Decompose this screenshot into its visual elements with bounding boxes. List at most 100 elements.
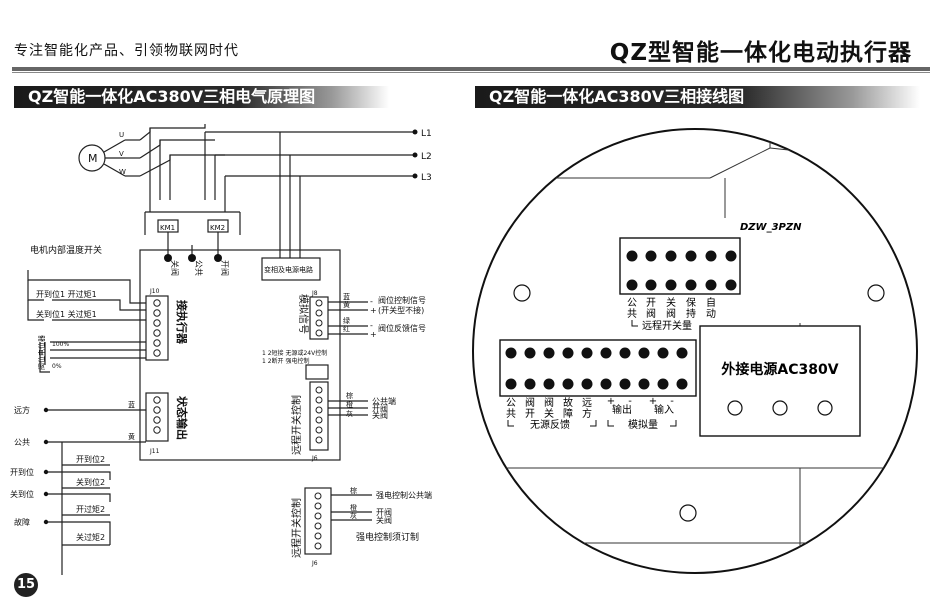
remote-label-common: 公共 — [627, 298, 637, 320]
jumper-block — [305, 364, 329, 380]
analog-output-label: 输出 — [612, 403, 632, 416]
j6-id: J6 — [311, 455, 318, 462]
fb-label-common: 公共 — [506, 398, 516, 420]
jumper-note-1: 1 2短接 无源或24V控制 — [262, 349, 327, 357]
j11-title: 状态输出 — [175, 396, 189, 440]
analog-input-label: 输入 — [654, 403, 674, 416]
contact-overtorque-close: 关过矩2 — [76, 532, 105, 542]
open-limit-label: 开到位1 开过矩1 — [36, 289, 97, 299]
j8-pin-yellow: 黄 — [343, 300, 350, 309]
fb-sign-3: + — [649, 396, 657, 407]
j10-connector — [145, 295, 169, 361]
power-terminal-1 — [727, 400, 743, 416]
remote-label-hold: 保持 — [686, 296, 696, 320]
output-remote: 远方 — [14, 405, 30, 415]
j11-id: J11 — [149, 448, 160, 455]
j8-sign-4: + — [370, 330, 377, 339]
j8-pin-blue: 蓝 — [343, 292, 350, 301]
line-l2-label: L2 — [421, 152, 432, 162]
contact-open-label: 开到位2 — [76, 454, 105, 464]
j8-sign-1: - — [370, 297, 373, 306]
motor-temp-switch-label: 电机内部温度开关 — [30, 244, 102, 256]
fb-label-close: 阀关 — [544, 396, 554, 420]
remote-label-close: 关阀 — [666, 296, 676, 320]
j8-connector — [309, 296, 329, 340]
board-model: DZW_3PZN — [740, 222, 802, 233]
j11-connector — [145, 392, 169, 442]
output-common: 公共 — [14, 438, 30, 447]
j6b-title: 远程开关控制 — [290, 498, 303, 558]
controller-board — [139, 249, 341, 461]
switch-type-note: (开关型不接) — [378, 305, 424, 315]
remote-switch-group: 远程开关量 — [642, 319, 692, 332]
j8-pin-red: 红 — [343, 324, 350, 333]
fb-label-fault: 故障 — [563, 396, 573, 420]
top-term-open: 开阀 — [220, 260, 229, 276]
j10-title: 接执行器 — [175, 300, 189, 345]
j8-pin-green: 绿 — [343, 316, 350, 325]
fb-label-remote: 远方 — [582, 397, 592, 420]
j6b-pin-gray: 灰 — [350, 511, 357, 520]
power-supply-label: 外接电源AC380V — [721, 361, 838, 378]
line-l1-label: L1 — [421, 129, 432, 139]
j8-title: 模拟信号 — [297, 294, 310, 334]
pot-max-label: 100% — [52, 341, 69, 348]
valve-feedback-signal: 阀位反馈信号 — [378, 323, 426, 333]
terminal-common — [188, 254, 196, 262]
line-l3-label: L3 — [421, 173, 432, 183]
page-number: 15 — [14, 573, 38, 597]
jumper-note-2: 1 2断开 强电控制 — [262, 357, 309, 365]
terminal-close — [164, 254, 172, 262]
output-open-pos: 开到位 — [10, 467, 34, 477]
j6-pin-orange: 橙 — [346, 400, 353, 409]
power-circuit-box — [261, 257, 321, 281]
wiring-banner: QZ智能一体化AC380V三相接线图 — [475, 86, 920, 108]
output-close-pos: 关到位 — [10, 489, 34, 499]
j6b-open: 开阀 — [376, 508, 392, 517]
close-limit-label: 关到位1 关过矩1 — [36, 309, 97, 319]
pot-min-label: 0% — [52, 363, 62, 370]
km1-label: KM1 — [160, 224, 175, 232]
contact-overtorque-open: 开过矩2 — [76, 504, 105, 514]
j6-pin-gray: 灰 — [346, 409, 353, 418]
motor-label: M — [88, 152, 98, 165]
terminal-open — [214, 254, 222, 262]
contact-close-label: 关到位2 — [76, 477, 105, 487]
electrical-schematic: M U V W L1 L2 L3 KM1 KM2 变相及电源电路 电机内部温度开… — [10, 124, 432, 575]
j6b-common: 强电控制公共端 — [376, 490, 432, 500]
phase-v-label: V — [119, 150, 124, 158]
output-fault: 故障 — [14, 517, 30, 527]
km2-label: KM2 — [210, 224, 225, 232]
j6-title: 远程开关控制 — [290, 395, 303, 455]
fb-sign-2: - — [628, 396, 632, 407]
pot-name: 阀位电位器 — [37, 335, 46, 370]
j11-wire-yellow: 黄 — [128, 432, 135, 441]
j11-wire-blue: 蓝 — [128, 400, 135, 409]
j8-id: J8 — [311, 290, 318, 297]
valve-control-signal: 阀位控制信号 — [378, 295, 426, 305]
j8-sign-2: + — [370, 306, 377, 315]
j6b-close: 关阀 — [376, 515, 392, 525]
power-terminal-2 — [772, 400, 788, 416]
company-slogan: 专注智能化产品、引领物联网时代 — [14, 43, 239, 59]
remote-switch-terminal-block — [619, 237, 741, 295]
j10-id: J10 — [149, 288, 160, 295]
j6b-connector — [304, 487, 332, 555]
mount-hole-bottom — [679, 504, 697, 522]
schematic-banner: QZ智能一体化AC380V三相电气原理图 — [14, 86, 389, 108]
analog-group: 模拟量 — [628, 418, 658, 431]
mount-hole-left — [513, 284, 531, 302]
j6b-pin-brown: 棕 — [350, 486, 357, 495]
j6b-pin-orange: 橙 — [350, 503, 357, 512]
housing-outline — [472, 128, 918, 574]
page-title: QZ型智能一体化电动执行器 — [609, 40, 912, 66]
j6-open: 开阀 — [372, 404, 388, 413]
j6-connector — [309, 381, 329, 451]
fb-sign-1: + — [607, 396, 615, 407]
fb-label-open: 阀开 — [525, 396, 535, 420]
fb-sign-4: - — [670, 396, 674, 407]
top-term-close: 关阀 — [170, 260, 180, 276]
power-box-label: 变相及电源电路 — [264, 265, 313, 274]
phase-w-label: W — [119, 168, 126, 176]
header-rule — [12, 67, 930, 71]
